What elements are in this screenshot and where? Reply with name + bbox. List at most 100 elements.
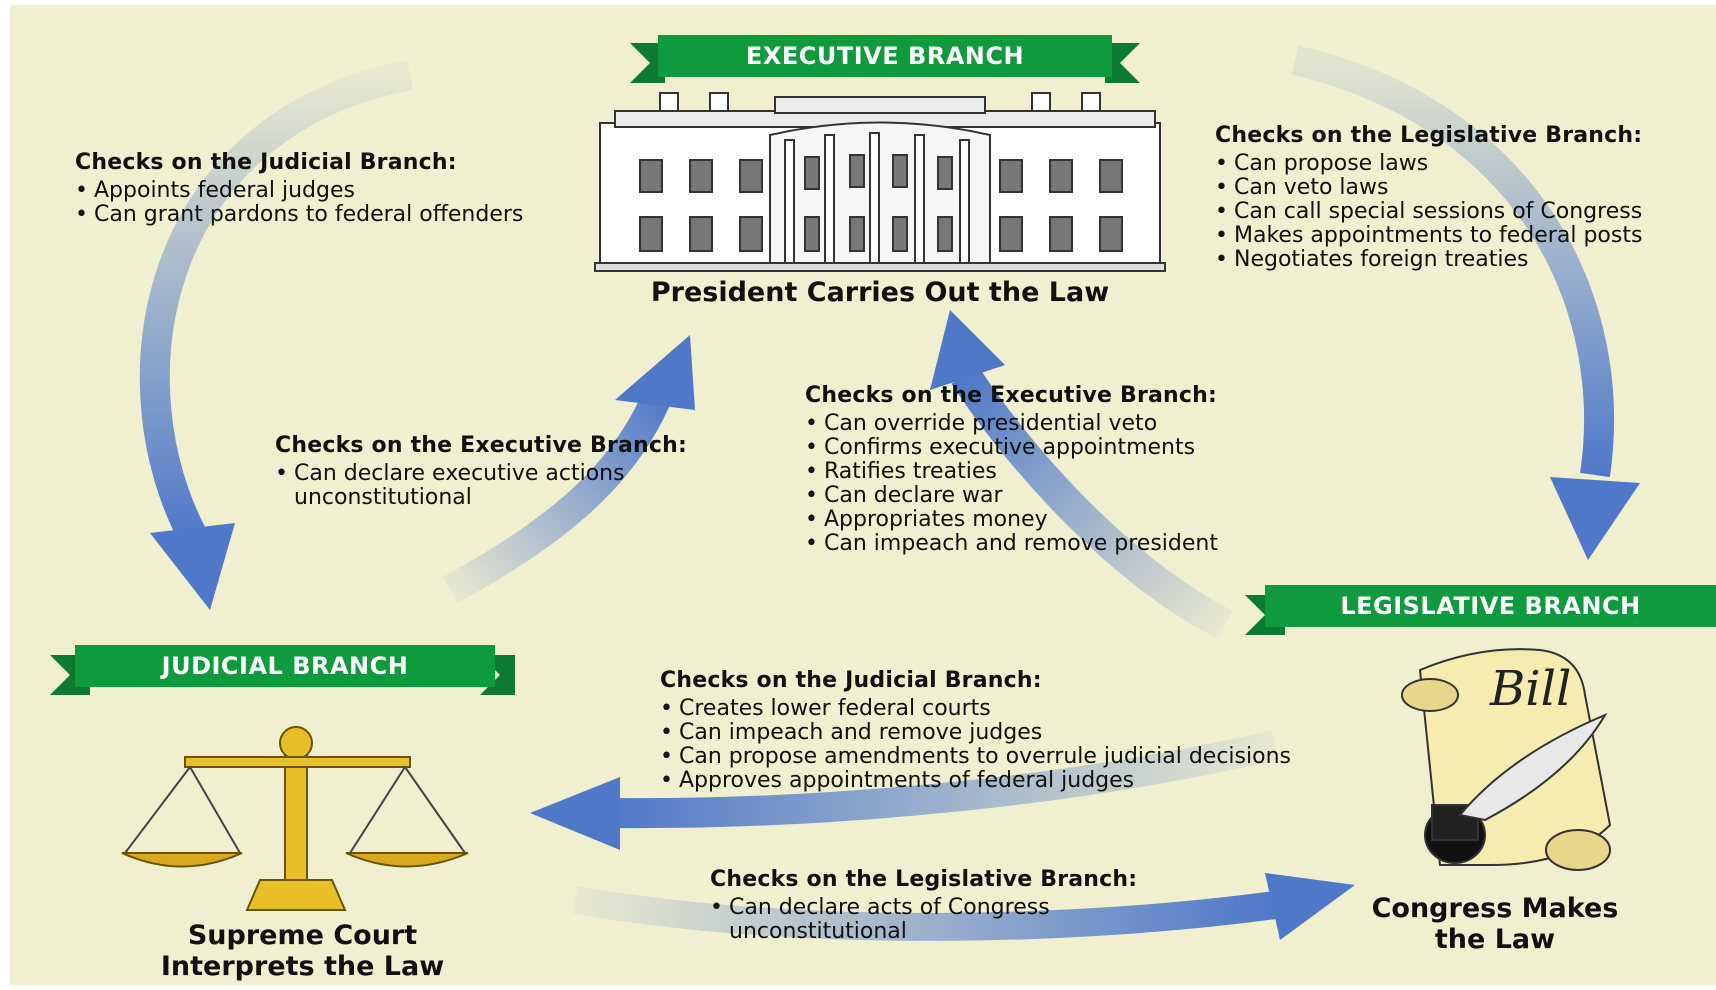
legislative-checks-on-judicial-list: •Creates lower federal courts •Can impea… <box>660 697 1330 793</box>
list-item-text: Makes appointments to federal posts <box>1234 223 1643 248</box>
legislative-caption: Congress Makes the Law <box>1350 893 1640 955</box>
arrow-legislative-to-judicial <box>530 730 1279 850</box>
list-item: •Appropriates money <box>805 508 1335 532</box>
list-item: •Approves appointments of federal judges <box>660 769 1330 793</box>
judicial-checks-on-legislative: Checks on the Legislative Branch: •Can d… <box>710 867 1210 944</box>
scales-of-justice-illustration <box>121 726 469 911</box>
illustrations-layer: Bill <box>50 35 1716 911</box>
bullet: • <box>660 696 673 721</box>
arrow-legislative-to-executive <box>930 310 1233 640</box>
list-item-text: Can impeach and remove judges <box>679 720 1043 745</box>
arrow-executive-to-judicial <box>139 60 413 610</box>
list-item-text: Negotiates foreign treaties <box>1234 247 1529 272</box>
legislative-caption-line2: the Law <box>1434 924 1556 955</box>
list-item-text: Ratifies treaties <box>824 459 997 484</box>
bullet: • <box>805 483 818 508</box>
bullet: • <box>275 461 288 486</box>
judicial-banner-title: JUDICIAL BRANCH <box>161 652 409 680</box>
list-item: •Can propose laws <box>1215 152 1715 176</box>
list-item-text: Confirms executive appointments <box>824 435 1196 460</box>
exec-checks-on-judicial-heading: Checks on the Judicial Branch: <box>75 150 457 175</box>
list-item-text: Creates lower federal courts <box>679 696 991 721</box>
list-item-text: Can impeach and remove president <box>824 531 1218 556</box>
judicial-checks-on-executive-heading: Checks on the Executive Branch: <box>275 433 687 458</box>
executive-caption: President Carries Out the Law <box>650 277 1110 308</box>
list-item-text: Can propose laws <box>1234 151 1429 176</box>
list-item: •Negotiates foreign treaties <box>1215 248 1715 272</box>
bullet: • <box>805 459 818 484</box>
checks-and-balances-diagram: Bill EXECUTIVE BRANCH LEGISLATIVE BRANCH… <box>10 5 1716 985</box>
list-item: •Can declare acts of Congress unconstitu… <box>710 896 1149 944</box>
bullet: • <box>660 744 673 769</box>
bullet: • <box>660 720 673 745</box>
judicial-checks-on-legislative-list: •Can declare acts of Congress unconstitu… <box>710 896 1210 944</box>
legislative-banner <box>1245 585 1716 635</box>
list-item: •Can propose amendments to overrule judi… <box>660 745 1309 769</box>
bullet: • <box>710 895 723 920</box>
legislative-checks-on-executive-list: •Can override presidential veto •Confirm… <box>805 412 1335 556</box>
list-item: •Can impeach and remove president <box>805 532 1335 556</box>
bullet: • <box>1215 175 1228 200</box>
list-item: •Ratifies treaties <box>805 460 1335 484</box>
bullet: • <box>1215 223 1228 248</box>
judicial-caption: Supreme Court Interprets the Law <box>110 920 495 982</box>
judicial-checks-on-legislative-heading: Checks on the Legislative Branch: <box>710 867 1138 892</box>
list-item: •Can impeach and remove judges <box>660 721 1330 745</box>
exec-checks-on-judicial-list: •Appoints federal judges •Can grant pard… <box>75 179 545 227</box>
bullet: • <box>75 202 88 227</box>
judicial-caption-line2: Interprets the Law <box>160 951 445 982</box>
legislative-checks-on-executive-heading: Checks on the Executive Branch: <box>805 383 1217 408</box>
executive-banner-title: EXECUTIVE BRANCH <box>745 42 1025 70</box>
list-item: •Can override presidential veto <box>805 412 1335 436</box>
legislative-checks-on-judicial: Checks on the Judicial Branch: •Creates … <box>660 668 1330 793</box>
list-item-text: Appropriates money <box>824 507 1048 532</box>
list-item: •Can grant pardons to federal offenders <box>75 203 545 227</box>
judicial-banner <box>50 645 515 695</box>
list-item-text: Approves appointments of federal judges <box>679 768 1135 793</box>
exec-checks-on-judicial: Checks on the Judicial Branch: •Appoints… <box>75 150 545 227</box>
bullet: • <box>1215 247 1228 272</box>
list-item: •Can veto laws <box>1215 176 1715 200</box>
bullet: • <box>1215 199 1228 224</box>
list-item-text: Can declare acts of Congress unconstitut… <box>729 895 1050 944</box>
arrow-judicial-to-legislative <box>572 873 1355 941</box>
legislative-checks-on-executive: Checks on the Executive Branch: •Can ove… <box>805 383 1335 556</box>
list-item-text: Can override presidential veto <box>824 411 1158 436</box>
legislative-caption-line1: Congress Makes <box>1371 893 1619 924</box>
bullet: • <box>75 178 88 203</box>
bullet: • <box>805 531 818 556</box>
judicial-checks-on-executive: Checks on the Executive Branch: •Can dec… <box>275 433 755 510</box>
bullet: • <box>660 768 673 793</box>
list-item: •Creates lower federal courts <box>660 697 1330 721</box>
arrow-judicial-to-executive <box>442 335 695 604</box>
list-item: •Appoints federal judges <box>75 179 545 203</box>
bullet: • <box>805 435 818 460</box>
list-item-text: Appoints federal judges <box>94 178 355 203</box>
arrow-executive-to-legislative <box>1291 45 1640 560</box>
list-item-text: Can veto laws <box>1234 175 1389 200</box>
list-item: •Can declare executive actions unconstit… <box>275 462 724 510</box>
judicial-caption-line1: Supreme Court <box>187 920 418 951</box>
legislative-checks-on-judicial-heading: Checks on the Judicial Branch: <box>660 668 1042 693</box>
bill-scroll-illustration: Bill <box>1401 648 1612 871</box>
exec-checks-on-legislative-heading: Checks on the Legislative Branch: <box>1215 123 1643 148</box>
exec-checks-on-legislative-list: •Can propose laws •Can veto laws •Can ca… <box>1215 152 1715 272</box>
exec-checks-on-legislative: Checks on the Legislative Branch: •Can p… <box>1215 123 1715 272</box>
list-item: •Confirms executive appointments <box>805 436 1335 460</box>
arrows-layer <box>139 45 1640 941</box>
bullet: • <box>805 507 818 532</box>
list-item-text: Can call special sessions of Congress <box>1234 199 1643 224</box>
bill-scroll-label: Bill <box>1489 661 1571 717</box>
list-item: •Can call special sessions of Congress <box>1215 200 1715 224</box>
judicial-checks-on-executive-list: •Can declare executive actions unconstit… <box>275 462 755 510</box>
list-item-text: Can declare war <box>824 483 1003 508</box>
list-item: •Can declare war <box>805 484 1335 508</box>
list-item-text: Can propose amendments to overrule judic… <box>679 744 1291 769</box>
list-item: •Makes appointments to federal posts <box>1215 224 1715 248</box>
bullet: • <box>805 411 818 436</box>
list-item-text: Can grant pardons to federal offenders <box>94 202 524 227</box>
white-house-illustration <box>594 92 1166 272</box>
legislative-banner-title: LEGISLATIVE BRANCH <box>1340 592 1641 620</box>
executive-banner <box>630 35 1140 83</box>
list-item-text: Can declare executive actions unconstitu… <box>294 461 625 510</box>
